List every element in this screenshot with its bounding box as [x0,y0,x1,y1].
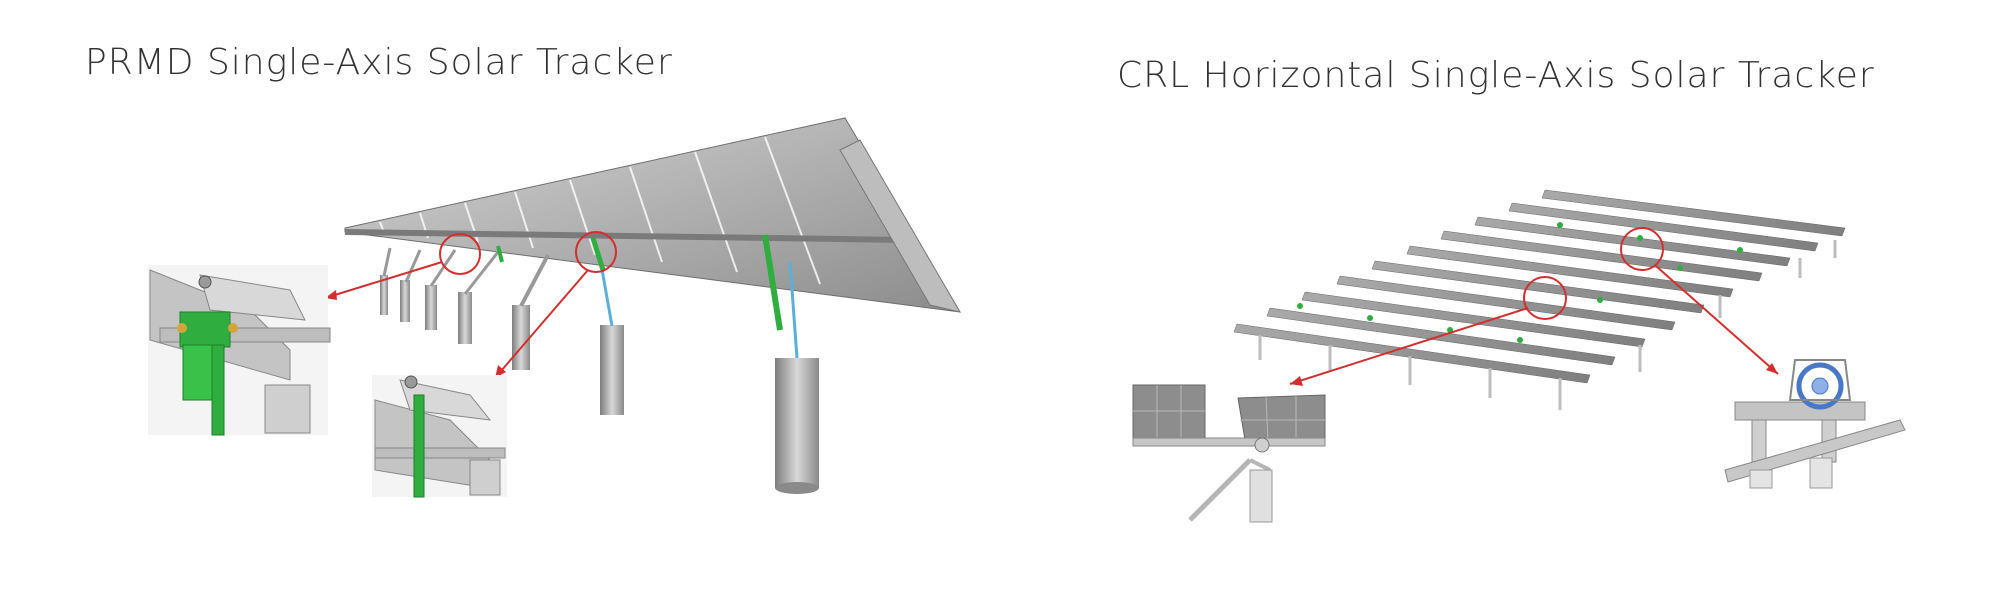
tracker-rows [1233,189,1846,384]
right-figure-title: CRL Horizontal Single-Axis Solar Tracker [1117,55,1875,96]
row-drive-units [1297,222,1743,343]
panel-module-dividers [379,136,821,285]
callout-circle-3 [1523,276,1567,320]
drive-struts [382,234,799,359]
callout-arrow-3 [1289,307,1529,385]
drive-detail-inset-1 [148,265,331,436]
callout-circle-1 [439,233,481,275]
callout-arrow-2 [494,269,589,379]
row-posts [1258,240,1837,410]
support-posts [380,275,819,494]
left-figure-title: PRMD Single-Axis Solar Tracker [85,42,673,83]
torque-tube [344,229,911,243]
prmd-tracker-illustration [148,117,962,498]
callout-arrow-1 [324,261,443,299]
callout-arrow-4 [1655,265,1779,375]
bearing-detail-inset [1724,359,1906,489]
bearing-ring [1796,362,1844,410]
crl-tracker-illustration [1132,189,1906,523]
pivot-detail-inset [1132,384,1326,523]
callout-circle-2 [575,231,617,273]
callout-markers-right [1289,227,1779,386]
drive-detail-inset-2 [372,375,507,498]
callout-circle-4 [1620,227,1664,271]
solar-panel-array [344,117,962,313]
